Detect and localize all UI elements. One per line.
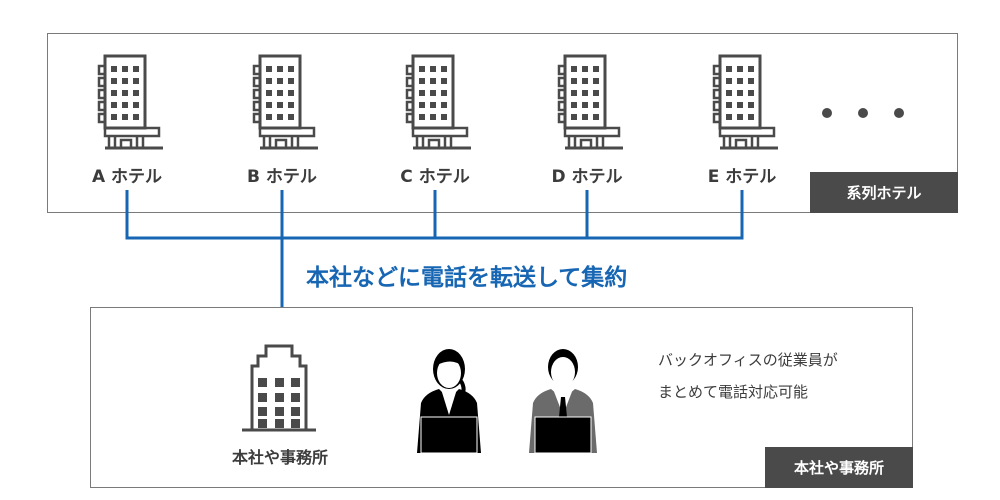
hotel-group-box <box>47 33 958 213</box>
description-line-1: バックオフィスの従業員が <box>658 351 838 369</box>
hotel-b: B ホテル <box>227 52 337 187</box>
hotel-label: A ホテル <box>91 167 163 187</box>
hotel-building-icon <box>405 54 471 150</box>
office-label: 本社や事務所 <box>231 448 328 467</box>
description-line-2: まとめて電話対応可能 <box>658 383 809 401</box>
headline: 本社などに電話を転送して集約 <box>306 265 628 291</box>
hotel-c: C ホテル <box>380 52 490 187</box>
hotel-d: D ホテル <box>532 52 642 187</box>
hotel-building-icon <box>557 54 623 150</box>
hotel-label: E ホテル <box>707 167 777 187</box>
hotel-group-tag: 系列ホテル <box>810 172 958 213</box>
hotel-building-icon <box>712 54 778 150</box>
hotel-building-icon <box>97 54 163 150</box>
hotel-label: B ホテル <box>247 167 317 187</box>
headquarters-tag: 本社や事務所 <box>765 447 913 488</box>
female-operator-icon <box>417 346 481 453</box>
hotel-label: D ホテル <box>551 167 623 187</box>
hotel-e: E ホテル <box>687 52 797 187</box>
hotel-label: C ホテル <box>400 167 470 187</box>
office-building-icon <box>242 344 316 432</box>
hotel-building-icon <box>252 54 318 150</box>
male-operator-icon <box>529 346 597 453</box>
hotel-a: A ホテル <box>72 52 182 187</box>
more-ellipsis <box>822 103 930 122</box>
office: 本社や事務所 <box>215 338 345 468</box>
headquarters-description: バックオフィスの従業員が まとめて電話対応可能 <box>658 344 838 408</box>
